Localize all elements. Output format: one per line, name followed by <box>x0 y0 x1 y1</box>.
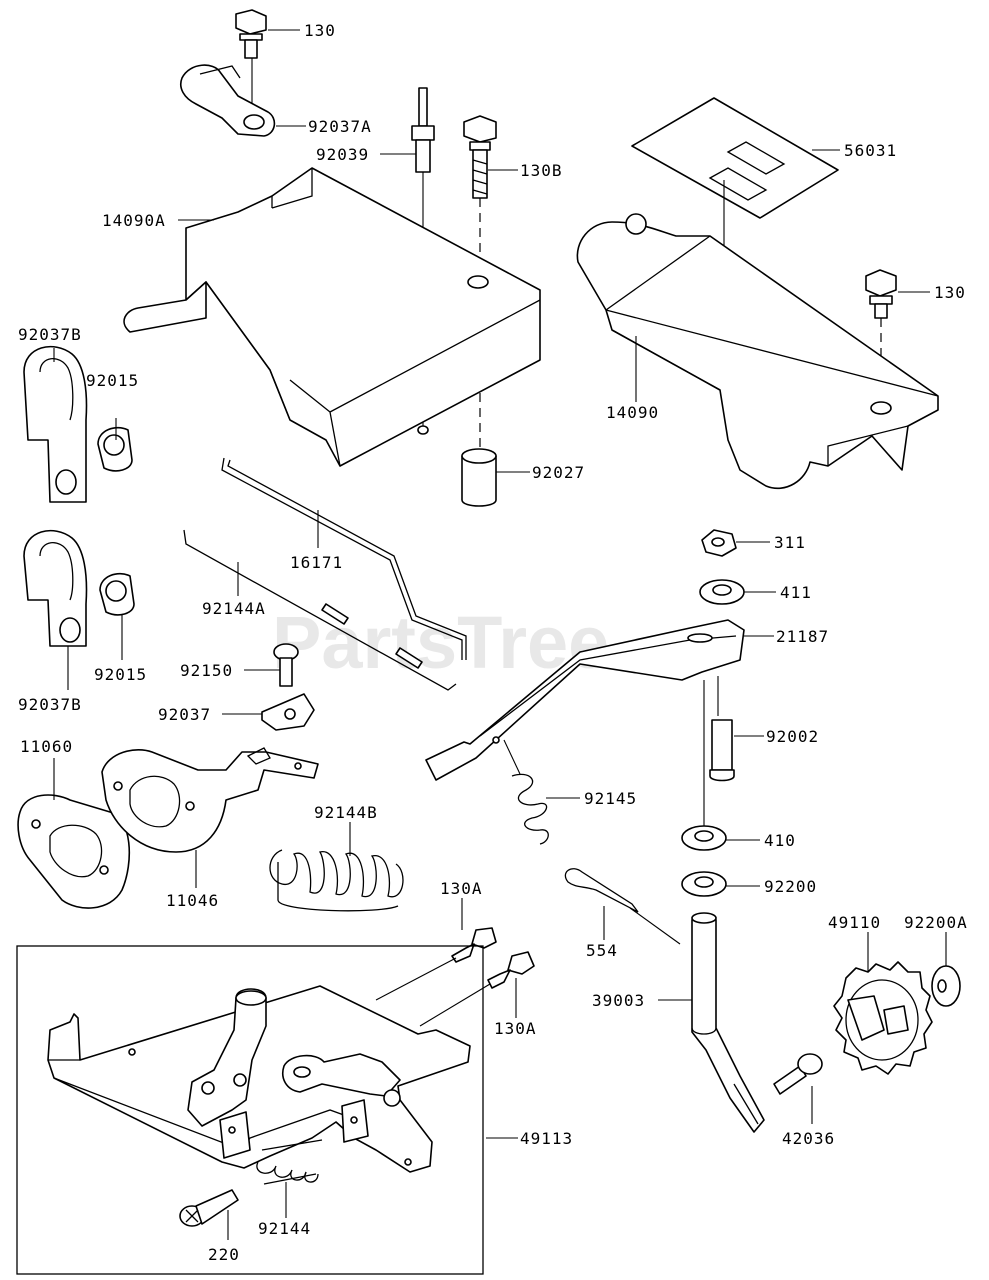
label-39003: 39003 <box>592 991 645 1010</box>
bolt-92002 <box>703 676 735 828</box>
part-labels: 130 92037A 92039 130B 56031 14090A 130 9… <box>18 21 968 1264</box>
label-311: 311 <box>774 533 806 552</box>
bracket-11046 <box>101 747 319 853</box>
bolt-130B <box>463 115 497 450</box>
cover-14090 <box>576 213 939 490</box>
washer-411 <box>699 579 745 605</box>
label-56031: 56031 <box>844 141 897 160</box>
spring-rod-92144A <box>183 529 457 691</box>
label-42036: 42036 <box>782 1129 835 1148</box>
bolt-130-top <box>235 9 267 110</box>
pin-554 <box>564 868 681 945</box>
label-130A-2: 130A <box>494 1019 537 1038</box>
pin-42036 <box>773 1053 823 1095</box>
label-92200: 92200 <box>764 877 817 896</box>
nut-92015-top <box>97 418 133 472</box>
label-130-right: 130 <box>934 283 966 302</box>
rod-16171 <box>221 457 467 660</box>
label-92150: 92150 <box>180 661 233 680</box>
label-92037: 92037 <box>158 705 211 724</box>
nut-311 <box>701 529 737 557</box>
label-92037B-top: 92037B <box>18 325 82 344</box>
spring-92145 <box>503 739 549 845</box>
spacer-92027 <box>461 448 497 507</box>
label-92027: 92027 <box>532 463 585 482</box>
spring-92144B <box>269 849 404 912</box>
clamp-92037A <box>180 64 276 137</box>
label-92144A: 92144A <box>202 599 266 618</box>
label-14090A: 14090A <box>102 211 166 230</box>
bolt-130A-2 <box>419 951 535 1027</box>
lever-21187 <box>425 619 745 781</box>
label-92037A: 92037A <box>308 117 372 136</box>
cover-14090A <box>123 167 541 467</box>
shaft-39003 <box>691 912 765 1133</box>
leader-lines <box>53 29 947 1240</box>
label-92002: 92002 <box>766 727 819 746</box>
label-554: 554 <box>586 941 618 960</box>
label-92144: 92144 <box>258 1219 311 1238</box>
bolt-130A-1 <box>375 927 497 1001</box>
label-92015-top: 92015 <box>86 371 139 390</box>
label-92015-bot: 92015 <box>94 665 147 684</box>
label-130A-1: 130A <box>440 879 483 898</box>
label-92037B-bot: 92037B <box>18 695 82 714</box>
clamp-92037B-top <box>23 345 88 503</box>
label-56031 <box>631 97 839 322</box>
label-21187: 21187 <box>776 627 829 646</box>
screw-92150 <box>273 643 299 687</box>
label-92039: 92039 <box>316 145 369 164</box>
washer-410 <box>681 825 727 851</box>
washer-92200A <box>931 965 961 1007</box>
label-11046: 11046 <box>166 891 219 910</box>
gear-49110 <box>833 961 933 1075</box>
label-130-top: 130 <box>304 21 336 40</box>
label-410: 410 <box>764 831 796 850</box>
label-16171: 16171 <box>290 553 343 572</box>
nut-92015-bot <box>99 572 135 616</box>
label-411: 411 <box>780 583 812 602</box>
label-49113: 49113 <box>520 1129 573 1148</box>
label-92144B: 92144B <box>314 803 378 822</box>
washer-92200 <box>681 871 727 897</box>
label-49110: 49110 <box>828 913 881 932</box>
label-130B: 130B <box>520 161 563 180</box>
label-11060: 11060 <box>20 737 73 756</box>
gasket-11060 <box>17 794 131 909</box>
assembly-frame <box>16 945 484 1275</box>
label-14090: 14090 <box>606 403 659 422</box>
screw-220 <box>179 1189 239 1227</box>
label-92145: 92145 <box>584 789 637 808</box>
clamp-92037B-bot <box>23 529 88 647</box>
label-220: 220 <box>208 1245 240 1264</box>
label-92200A: 92200A <box>904 913 968 932</box>
clip-92037 <box>261 693 315 731</box>
plate-49113 <box>47 985 471 1185</box>
